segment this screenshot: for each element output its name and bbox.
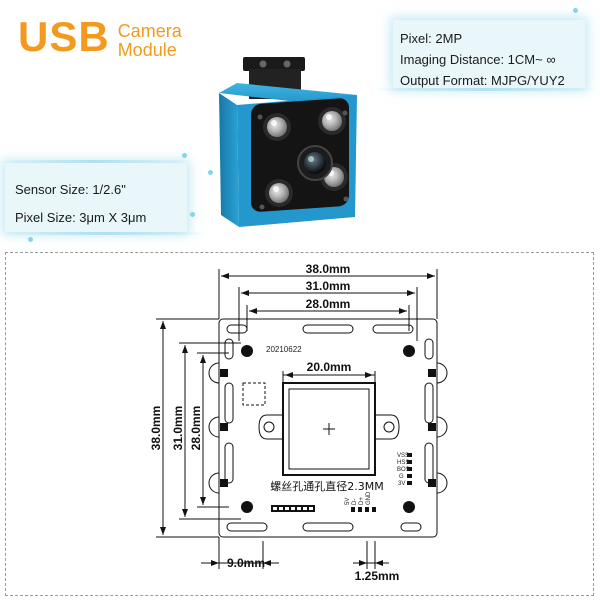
glow-line: [370, 88, 600, 91]
conn-label-gnd: GND: [366, 491, 372, 505]
mount-ear-right: [375, 414, 400, 440]
mount-ear-left: [258, 414, 283, 440]
camera-lens: [297, 145, 333, 181]
slot: [302, 522, 354, 532]
pin-label-g: G: [399, 474, 404, 480]
spec-sensor-size: Sensor Size: 1/2.6": [15, 182, 126, 197]
mount-hole: [241, 345, 253, 357]
spec-output-format: Output Format: MJPG/YUY2: [400, 73, 565, 88]
dim-38-left: 38.0mm: [149, 406, 163, 451]
glow-line: [0, 160, 190, 163]
dim-38-top: 38.0mm: [306, 262, 351, 276]
dim-31-left: 31.0mm: [171, 406, 185, 451]
led-top-right: [318, 107, 346, 135]
slot: [226, 324, 248, 334]
glow-dot: [573, 8, 578, 13]
conn-label-dminus: D-: [352, 499, 358, 505]
dim-28-left: 28.0mm: [189, 406, 203, 451]
dim-20: 20.0mm: [307, 360, 352, 374]
pin-label-vss: VSS: [397, 453, 409, 459]
conn-label-5v: 5V: [345, 498, 351, 505]
sensor-outline: [282, 382, 376, 476]
usb-logo-text: USB: [18, 13, 110, 60]
dim-31-top: 31.0mm: [306, 279, 351, 293]
glow-dot: [208, 170, 213, 175]
spec-imaging-distance: Imaging Distance: 1CM~ ∞: [400, 52, 556, 67]
brand-line-1: Camera: [117, 21, 182, 41]
pin-label-hss: HSS: [397, 460, 409, 466]
spec-box-right: Pixel: 2MP Imaging Distance: 1CM~ ∞ Outp…: [393, 20, 585, 88]
led-bottom-left: [265, 179, 293, 207]
screw-hole-note: 螺丝孔通孔直径2.3MM: [270, 479, 383, 493]
spec-box-left: Sensor Size: 1/2.6" Pixel Size: 3μm X 3μ…: [5, 163, 187, 232]
spec-pixel-size: Pixel Size: 3μm X 3μm: [15, 210, 147, 225]
mount-hole: [403, 345, 415, 357]
spec-pixel: Pixel: 2MP: [400, 31, 463, 46]
housing-side: [219, 93, 239, 227]
slot: [400, 522, 422, 532]
glow-dot: [190, 212, 195, 217]
slot: [302, 324, 354, 334]
dimension-drawing-panel: 38.0mm 31.0mm 28.0mm 20.0mm 38.0mm 31.0m…: [5, 252, 594, 596]
conn-label-dplus: D+: [359, 497, 365, 505]
dim-28-top: 28.0mm: [306, 297, 351, 311]
mount-hole: [241, 501, 253, 513]
board-outline: [218, 318, 438, 538]
sensor-inner: [288, 388, 370, 470]
glow-line: [0, 232, 210, 235]
mount-bracket: [243, 57, 305, 71]
dim-9: 9.0mm: [227, 556, 265, 570]
camera-module-image: [219, 57, 357, 227]
date-code: 20210622: [266, 345, 302, 354]
brand-line-2: Module: [117, 40, 177, 60]
glow-dot: [182, 153, 187, 158]
pin-label-bos: BOS: [397, 467, 410, 473]
brand-logo: USB Camera Module: [18, 16, 182, 60]
dimension-drawing: 38.0mm 31.0mm 28.0mm 20.0mm 38.0mm 31.0m…: [149, 262, 448, 583]
led-top-left: [263, 113, 291, 141]
glow-dot: [28, 237, 33, 242]
fpc-connector: [271, 505, 315, 512]
slot: [226, 522, 268, 532]
mount-hole: [403, 501, 415, 513]
dashed-component: [242, 382, 266, 406]
slot: [372, 324, 414, 334]
brand-subtitle: Camera Module: [118, 22, 182, 60]
pin-label-3v: 3V: [398, 481, 405, 487]
dim-1-25: 1.25mm: [355, 569, 400, 583]
